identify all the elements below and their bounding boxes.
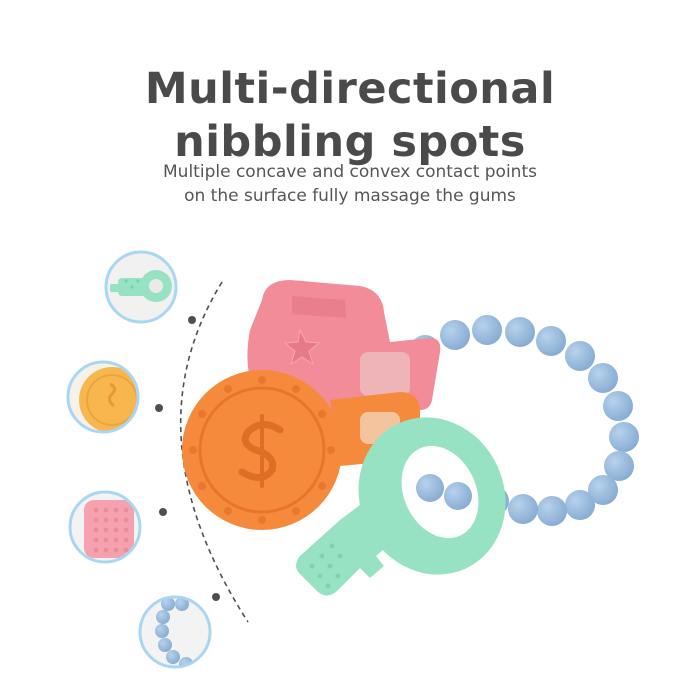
detail-circle-blue-beads <box>138 595 212 669</box>
headline-line-1: Multi-directional <box>144 63 556 114</box>
detail-circle-orange-coin <box>66 360 140 434</box>
mint-key-teether <box>296 417 506 596</box>
subheadline-line-1: Multiple concave and convex contact poin… <box>163 162 537 182</box>
headline-line-2: nibbling spots <box>174 116 526 167</box>
detail-circle-pink-bumps <box>68 490 142 564</box>
dashed-arc <box>155 281 249 623</box>
subheadline: Multiple concave and convex contact poin… <box>0 160 700 208</box>
detail-circle-mint-key <box>104 250 178 324</box>
subheadline-line-2: on the surface fully massage the gums <box>184 186 516 206</box>
headline: Multi-directional nibbling spots <box>0 63 700 169</box>
